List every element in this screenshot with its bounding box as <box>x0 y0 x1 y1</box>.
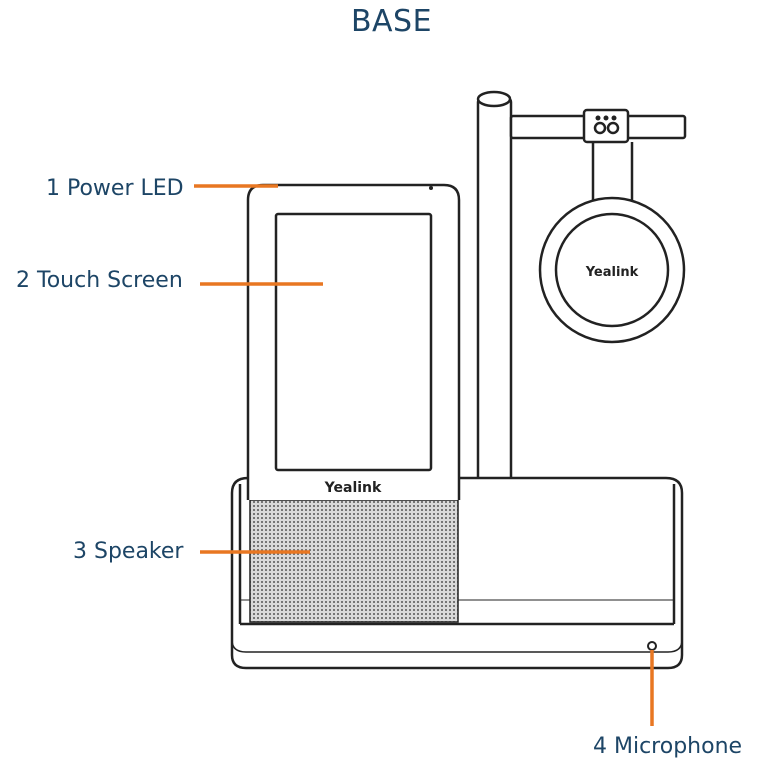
power-led <box>429 186 433 190</box>
callout-microphone: 4 Microphone <box>593 734 743 759</box>
display-unit: Yealink <box>246 183 461 500</box>
headset-logo: Yealink <box>585 265 639 280</box>
headset: Yealink <box>538 142 686 344</box>
headset-pole <box>476 90 513 530</box>
leader-lines <box>194 184 654 726</box>
callout-touch-screen: 2 Touch Screen <box>16 268 183 293</box>
callout-power-led: 1 Power LED <box>46 176 184 201</box>
base-logo: Yealink <box>324 480 382 496</box>
headset-arm <box>509 108 687 144</box>
speaker-grille <box>249 499 459 623</box>
callout-speaker: 3 Speaker <box>73 539 184 564</box>
diagram-title: BASE <box>350 4 433 39</box>
microphone-hole <box>647 641 657 651</box>
